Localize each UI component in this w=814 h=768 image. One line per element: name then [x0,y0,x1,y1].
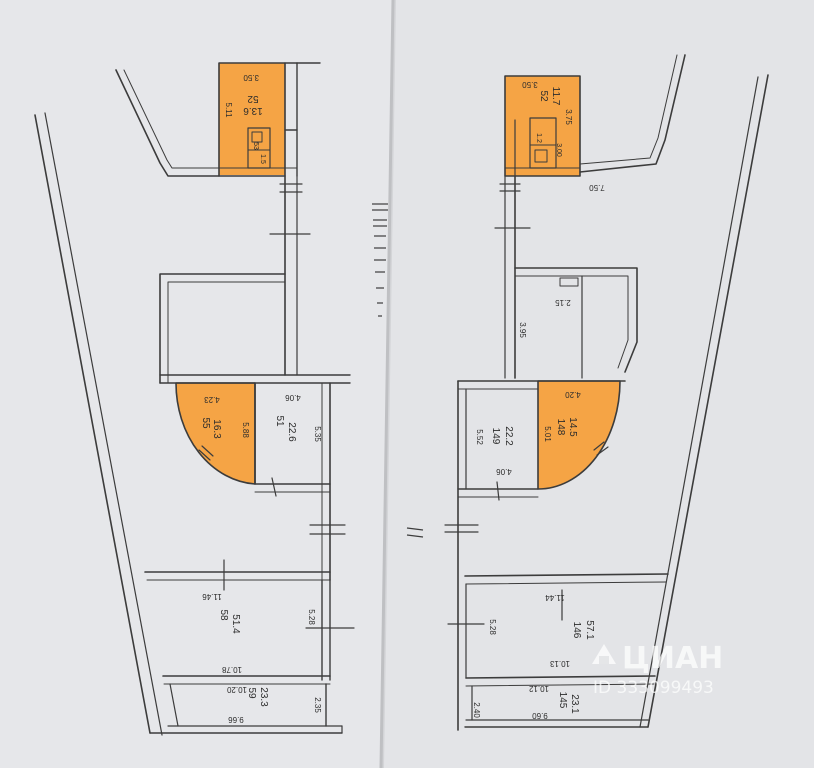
left-wc-area: 1.5 [259,154,266,164]
right-mid-room-number: 149 [490,428,501,445]
left-quarter-depth: 5.88 [241,422,250,438]
watermark-listing-id: ID 333099493 [593,678,714,698]
right-big-room-number: 146 [571,622,582,639]
right-top-room-number: 52 [538,90,549,102]
right-labels: 3.50 52 11.7 3.75 1.2 3.00 7.50 3.95 2.1… [472,80,605,720]
left-top-room-width: 3.50 [243,73,259,82]
left-wc-number: 53 [252,142,259,150]
right-quarter-width: 4.20 [565,390,581,399]
right-upper-room-width: 2.15 [555,298,571,307]
left-quarter-number: 55 [200,417,211,429]
right-big-room-area: 57.1 [584,620,595,640]
right-upper-room-depth: 3.95 [518,322,527,338]
right-quarter-area: 14.5 [567,417,578,437]
watermark: ЦИАН ID 333099493 [592,641,723,698]
left-top-room-area: 13.6 [243,105,263,116]
left-mid-room-width: 4.06 [285,393,301,402]
sheet-fold [379,0,395,768]
left-quarter-room-highlight [175,383,255,484]
right-top-room-area: 11.7 [550,87,561,106]
right-small-room-bottom: 9.60 [532,711,548,720]
left-quarter-width: 4.23 [204,395,220,404]
right-wc-depth: 3.00 [555,143,562,157]
left-big-room-area: 51.4 [230,614,241,634]
right-small-room-number: 145 [557,692,568,709]
left-small-room-depth: 2.35 [313,697,322,713]
right-big-room-depth: 5.28 [488,619,497,635]
right-wc-area: 1.2 [535,133,542,143]
right-quarter-depth: 5.01 [543,426,552,442]
left-quarter-area: 16.3 [211,419,222,439]
right-small-room-depth: 2.40 [472,702,481,718]
right-mid-room-area: 22.2 [503,426,514,446]
right-big-room-width: 11.44 [545,593,565,602]
left-mid-room-depth: 5.35 [313,426,322,442]
left-top-room-highlight [219,63,285,175]
left-small-room-width: 10.20 [226,685,247,694]
left-big-room-number: 58 [218,609,229,621]
right-top-room-highlight [505,76,580,176]
right-quarter-room-highlight [538,381,620,489]
left-small-room-bottom: 9.66 [228,715,244,724]
right-small-room-area: 23.1 [569,694,580,714]
left-labels: 3.50 52 13.6 5.11 53 1.5 4.23 55 16.3 5.… [200,73,322,724]
right-top-right-dim: 7.50 [589,183,605,192]
left-small-room-number: 59 [246,687,257,699]
left-mid-room-area: 22.6 [286,422,297,442]
left-top-room-depth: 5.11 [224,103,233,119]
watermark-brand: ЦИАН [622,641,723,676]
right-mid-room-width: 4.06 [496,467,512,476]
left-top-room-number: 52 [247,93,259,104]
right-plan [444,54,769,731]
left-big-room-bottom: 10.78 [221,665,242,674]
right-small-room-width: 10.12 [528,684,549,693]
right-mid-room-depth: 5.52 [475,429,484,445]
left-small-room-area: 23.3 [258,687,269,707]
left-big-room-depth: 5.28 [307,609,316,625]
left-mid-room-number: 51 [274,415,285,427]
right-top-room-width: 3.50 [522,80,538,89]
left-plan [34,62,355,736]
right-quarter-number: 148 [555,419,566,436]
right-big-room-bottom: 10.13 [549,659,570,668]
center-scale-marks [372,203,424,538]
right-top-room-depth: 3.75 [564,109,573,125]
left-big-room-width: 11.46 [202,592,222,601]
cian-logo-icon [592,644,616,664]
